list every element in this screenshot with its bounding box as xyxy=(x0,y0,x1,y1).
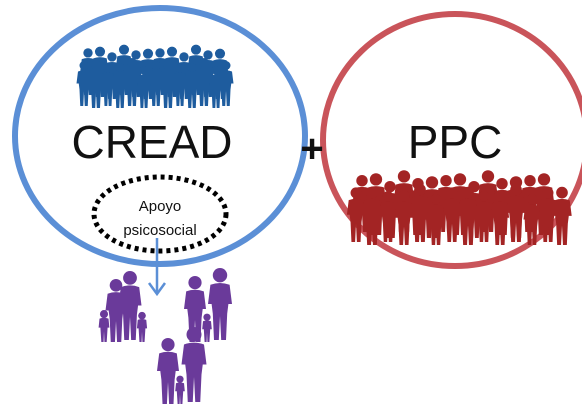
apoyo-psicosocial-ellipse xyxy=(91,174,229,254)
cread-label: CREAD xyxy=(71,116,232,168)
apoyo-label-line2: psicosocial xyxy=(123,222,196,239)
down-arrow-icon xyxy=(147,238,167,297)
apoyo-label-line1: Apoyo xyxy=(139,198,182,215)
family-group-left-icon xyxy=(98,271,148,342)
family-member xyxy=(118,271,142,340)
family-member xyxy=(202,313,212,342)
ppc-label: PPC xyxy=(408,116,503,168)
family-group-bottom-icon xyxy=(157,327,207,404)
family-member xyxy=(98,310,110,342)
family-member xyxy=(181,327,207,402)
family-member xyxy=(175,375,185,404)
plus-sign: + xyxy=(300,127,323,171)
family-member xyxy=(136,311,148,342)
family-member xyxy=(157,338,179,404)
family-member xyxy=(208,268,232,340)
